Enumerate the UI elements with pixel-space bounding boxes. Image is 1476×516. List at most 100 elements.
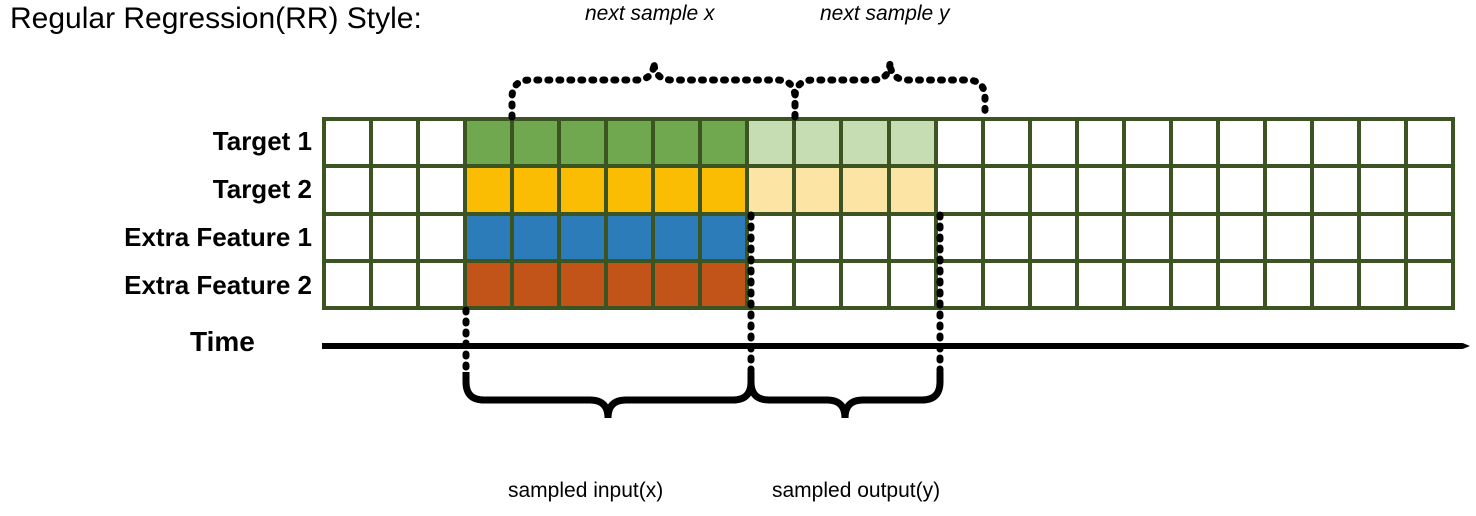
grid-cell-r4-c4-lookback bbox=[467, 262, 511, 306]
grid-cell-r3-c9-lookback bbox=[702, 215, 746, 259]
grid-cell-r1-c15-empty bbox=[984, 121, 1028, 165]
grid-cell-r2-c8-lookback bbox=[655, 168, 699, 212]
grid-cell-r3-c24-empty bbox=[1407, 215, 1451, 259]
grid-cell-r4-c21-empty bbox=[1266, 262, 1310, 306]
grid-cell-r3-c13-empty bbox=[890, 215, 934, 259]
grid-cell-r2-c21-empty bbox=[1266, 168, 1310, 212]
caption-sampled-output-line1: sampled output(y) bbox=[772, 479, 941, 502]
grid-cell-r1-c9-lookback bbox=[702, 121, 746, 165]
grid-cell-r3-c23-empty bbox=[1360, 215, 1404, 259]
grid-cell-r4-c3-empty bbox=[420, 262, 464, 306]
top-brace-label-next-sample-x: next sample x bbox=[585, 2, 715, 25]
grid-cell-r4-c17-empty bbox=[1078, 262, 1122, 306]
grid-cell-r3-c20-empty bbox=[1219, 215, 1263, 259]
grid-cell-r2-c4-lookback bbox=[467, 168, 511, 212]
grid-cell-r1-c3-empty bbox=[420, 121, 464, 165]
grid-row-3 bbox=[326, 215, 1451, 259]
grid-cell-r4-c23-empty bbox=[1360, 262, 1404, 306]
grid-cell-r2-c12-horizon bbox=[843, 168, 887, 212]
time-axis-arrow bbox=[322, 343, 1470, 349]
grid-cell-r4-c14-empty bbox=[937, 262, 981, 306]
grid-cell-r1-c6-lookback bbox=[561, 121, 605, 165]
page-title: Regular Regression(RR) Style: bbox=[10, 2, 422, 35]
grid-cell-r3-c6-lookback bbox=[561, 215, 605, 259]
grid-row-4 bbox=[326, 262, 1451, 306]
grid-cell-r2-c6-lookback bbox=[561, 168, 605, 212]
grid-cell-r4-c9-lookback bbox=[702, 262, 746, 306]
grid-cell-r4-c20-empty bbox=[1219, 262, 1263, 306]
grid-cell-r1-c8-lookback bbox=[655, 121, 699, 165]
grid-cell-r4-c5-lookback bbox=[514, 262, 558, 306]
grid-row-1 bbox=[326, 121, 1451, 165]
row-label-target-1: Target 1 bbox=[212, 126, 312, 156]
grid-cell-r3-c15-empty bbox=[984, 215, 1028, 259]
grid-cell-r4-c15-empty bbox=[984, 262, 1028, 306]
top-brace-next-sample-x bbox=[508, 61, 799, 121]
grid-cell-r1-c13-horizon bbox=[890, 121, 934, 165]
grid-cell-r1-c22-empty bbox=[1313, 121, 1357, 165]
grid-cell-r2-c7-lookback bbox=[608, 168, 652, 212]
grid-cell-r3-c1-empty bbox=[326, 215, 370, 259]
grid-cell-r4-c2-empty bbox=[373, 262, 417, 306]
grid-cell-r2-c16-empty bbox=[1031, 168, 1075, 212]
grid-cell-r2-c19-empty bbox=[1172, 168, 1216, 212]
grid-cell-r4-c16-empty bbox=[1031, 262, 1075, 306]
grid-cell-r2-c13-horizon bbox=[890, 168, 934, 212]
grid-cell-r4-c10-empty bbox=[749, 262, 793, 306]
grid-cell-r4-c13-empty bbox=[890, 262, 934, 306]
grid-cell-r3-c4-lookback bbox=[467, 215, 511, 259]
grid-cell-r1-c24-empty bbox=[1407, 121, 1451, 165]
grid-cell-r2-c3-empty bbox=[420, 168, 464, 212]
time-axis-label: Time bbox=[190, 326, 255, 357]
grid-cell-r2-c15-empty bbox=[984, 168, 1028, 212]
grid-cell-r2-c23-empty bbox=[1360, 168, 1404, 212]
grid-cell-r4-c22-empty bbox=[1313, 262, 1357, 306]
grid-cell-r1-c7-lookback bbox=[608, 121, 652, 165]
grid-cell-r1-c5-lookback bbox=[514, 121, 558, 165]
grid-cell-r2-c14-empty bbox=[937, 168, 981, 212]
grid-cell-r3-c12-empty bbox=[843, 215, 887, 259]
grid-cell-r1-c23-empty bbox=[1360, 121, 1404, 165]
grid-cell-r4-c6-lookback bbox=[561, 262, 605, 306]
grid-cell-r3-c8-lookback bbox=[655, 215, 699, 259]
grid-cell-r2-c20-empty bbox=[1219, 168, 1263, 212]
grid-cell-r1-c1-empty bbox=[326, 121, 370, 165]
grid-cell-r4-c24-empty bbox=[1407, 262, 1451, 306]
top-brace-next-sample-y bbox=[791, 61, 989, 121]
grid-cell-r2-c5-lookback bbox=[514, 168, 558, 212]
grid-cell-r3-c18-empty bbox=[1125, 215, 1169, 259]
grid-cell-r2-c9-lookback bbox=[702, 168, 746, 212]
grid-cell-r2-c17-empty bbox=[1078, 168, 1122, 212]
grid-cell-r1-c16-empty bbox=[1031, 121, 1075, 165]
grid-cell-r3-c3-empty bbox=[420, 215, 464, 259]
caption-sampled-output: sampled output(y) horizon=4 output_featu… bbox=[772, 423, 984, 516]
grid-cell-r3-c2-empty bbox=[373, 215, 417, 259]
caption-sampled-input: sampled input(x) lookback=6 input_featur… bbox=[508, 423, 707, 516]
row-label-extra-feature-2: Extra Feature 2 bbox=[124, 270, 312, 300]
grid-cell-r1-c14-empty bbox=[937, 121, 981, 165]
grid-cell-r3-c17-empty bbox=[1078, 215, 1122, 259]
grid-cell-r4-c18-empty bbox=[1125, 262, 1169, 306]
grid-cell-r3-c16-empty bbox=[1031, 215, 1075, 259]
grid-cell-r2-c11-horizon bbox=[796, 168, 840, 212]
grid-cell-r3-c22-empty bbox=[1313, 215, 1357, 259]
grid-cell-r2-c24-empty bbox=[1407, 168, 1451, 212]
grid-cell-r4-c12-empty bbox=[843, 262, 887, 306]
grid-cell-r3-c19-empty bbox=[1172, 215, 1216, 259]
grid-cell-r2-c2-empty bbox=[373, 168, 417, 212]
grid-cell-r4-c11-empty bbox=[796, 262, 840, 306]
row-label-column: Target 1 Target 2 Extra Feature 1 Extra … bbox=[0, 117, 312, 310]
grid-cell-r3-c7-lookback bbox=[608, 215, 652, 259]
grid-cell-r4-c19-empty bbox=[1172, 262, 1216, 306]
grid-cell-r3-c21-empty bbox=[1266, 215, 1310, 259]
grid-cell-r1-c18-empty bbox=[1125, 121, 1169, 165]
bottom-brace-sampled-input bbox=[462, 372, 755, 419]
bottom-brace-sampled-output bbox=[747, 372, 944, 419]
top-brace-label-next-sample-y: next sample y bbox=[820, 2, 950, 25]
grid-cell-r1-c20-empty bbox=[1219, 121, 1263, 165]
grid-cell-r2-c18-empty bbox=[1125, 168, 1169, 212]
grid-cell-r4-c8-lookback bbox=[655, 262, 699, 306]
grid-cell-r1-c10-horizon bbox=[749, 121, 793, 165]
grid-row-2 bbox=[326, 168, 1451, 212]
